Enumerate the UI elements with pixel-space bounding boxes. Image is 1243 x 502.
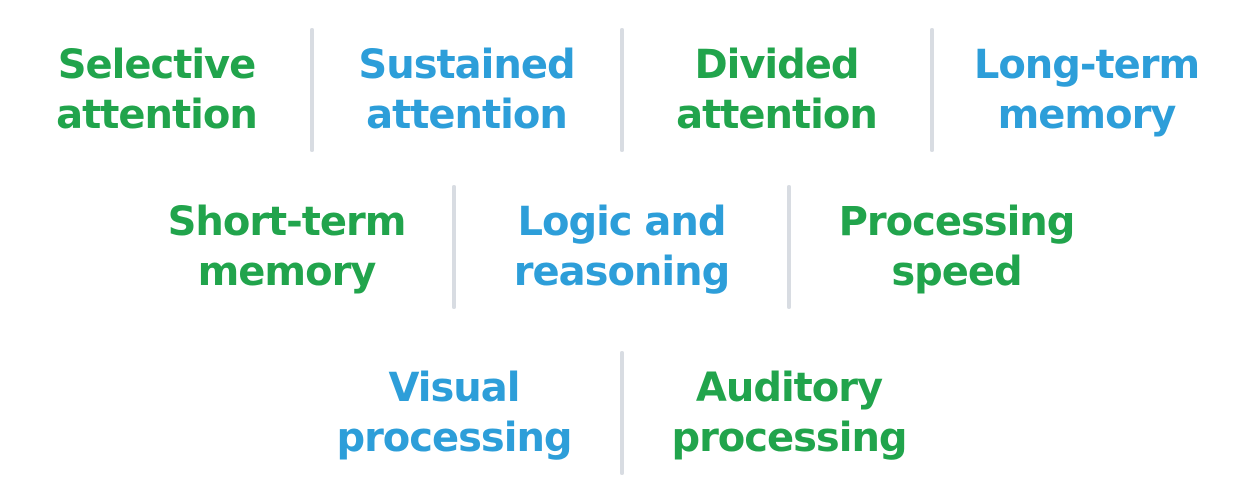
skills-row-3: Visual processing Auditory processing <box>0 351 1243 475</box>
vertical-divider <box>619 351 624 475</box>
skill-item-auditory-processing: Auditory processing <box>624 351 955 475</box>
skill-label-selective-attention: Selective attention <box>56 42 258 138</box>
skill-item-long-term-memory: Long-term memory <box>934 28 1240 152</box>
skill-item-sustained-attention: Sustained attention <box>314 28 620 152</box>
skill-label-short-term-memory: Short-term memory <box>167 199 407 295</box>
skill-label-visual-processing: Visual processing <box>336 365 572 461</box>
skills-row-2: Short-term memory Logic and reasoning Pr… <box>0 185 1243 309</box>
vertical-divider <box>929 28 934 152</box>
skill-item-selective-attention: Selective attention <box>4 28 310 152</box>
skill-label-auditory-processing: Auditory processing <box>671 365 907 461</box>
cognitive-skills-board: Selective attention Sustained attention … <box>0 28 1243 475</box>
skill-item-short-term-memory: Short-term memory <box>121 185 452 309</box>
vertical-divider <box>452 185 456 309</box>
skill-label-long-term-memory: Long-term memory <box>973 42 1200 138</box>
vertical-divider <box>787 185 791 309</box>
vertical-divider <box>619 28 624 152</box>
skill-item-processing-speed: Processing speed <box>791 185 1122 309</box>
skill-label-processing-speed: Processing speed <box>838 199 1076 295</box>
skill-item-divided-attention: Divided attention <box>624 28 930 152</box>
skill-label-divided-attention: Divided attention <box>676 42 878 138</box>
vertical-divider <box>309 28 314 152</box>
skill-item-logic-and-reasoning: Logic and reasoning <box>456 185 787 309</box>
skills-row-1: Selective attention Sustained attention … <box>0 28 1243 152</box>
skill-item-visual-processing: Visual processing <box>289 351 620 475</box>
skill-label-sustained-attention: Sustained attention <box>358 42 575 138</box>
skill-label-logic-and-reasoning: Logic and reasoning <box>513 199 730 295</box>
